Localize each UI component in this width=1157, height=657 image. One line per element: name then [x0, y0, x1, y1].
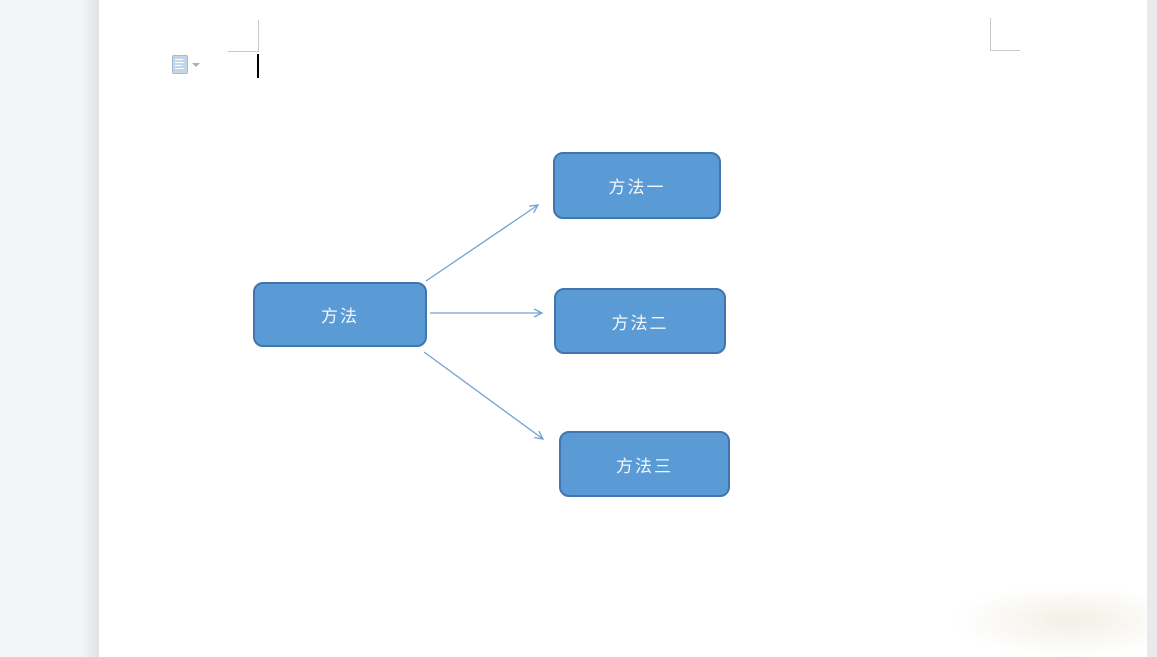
- flowchart-node-label: 方法二: [611, 313, 669, 333]
- flowchart-node-method1[interactable]: 方法一: [553, 152, 721, 219]
- flowchart-node-method2[interactable]: 方法二: [554, 288, 726, 354]
- flowchart-node-label: 方法一: [608, 178, 666, 197]
- paste-options-button[interactable]: [172, 53, 206, 75]
- dropdown-arrow-icon: [192, 63, 200, 67]
- margin-crop-mark-top-right-vertical: [990, 18, 991, 51]
- margin-crop-mark-top-left-horizontal: [228, 51, 259, 52]
- flowchart-node-label: 方法: [321, 307, 359, 326]
- scrollbar-track[interactable]: [1147, 0, 1157, 657]
- text-cursor-caret: [257, 54, 259, 78]
- margin-crop-mark-top-left-vertical: [258, 20, 259, 52]
- flowchart-node-method3[interactable]: 方法三: [559, 431, 730, 497]
- flowchart-node-root[interactable]: 方法: [253, 282, 427, 347]
- margin-crop-mark-top-right-horizontal: [990, 50, 1020, 51]
- flowchart-node-label: 方法三: [616, 456, 673, 476]
- workspace-background-left: [0, 0, 99, 657]
- paste-document-icon: [172, 54, 188, 74]
